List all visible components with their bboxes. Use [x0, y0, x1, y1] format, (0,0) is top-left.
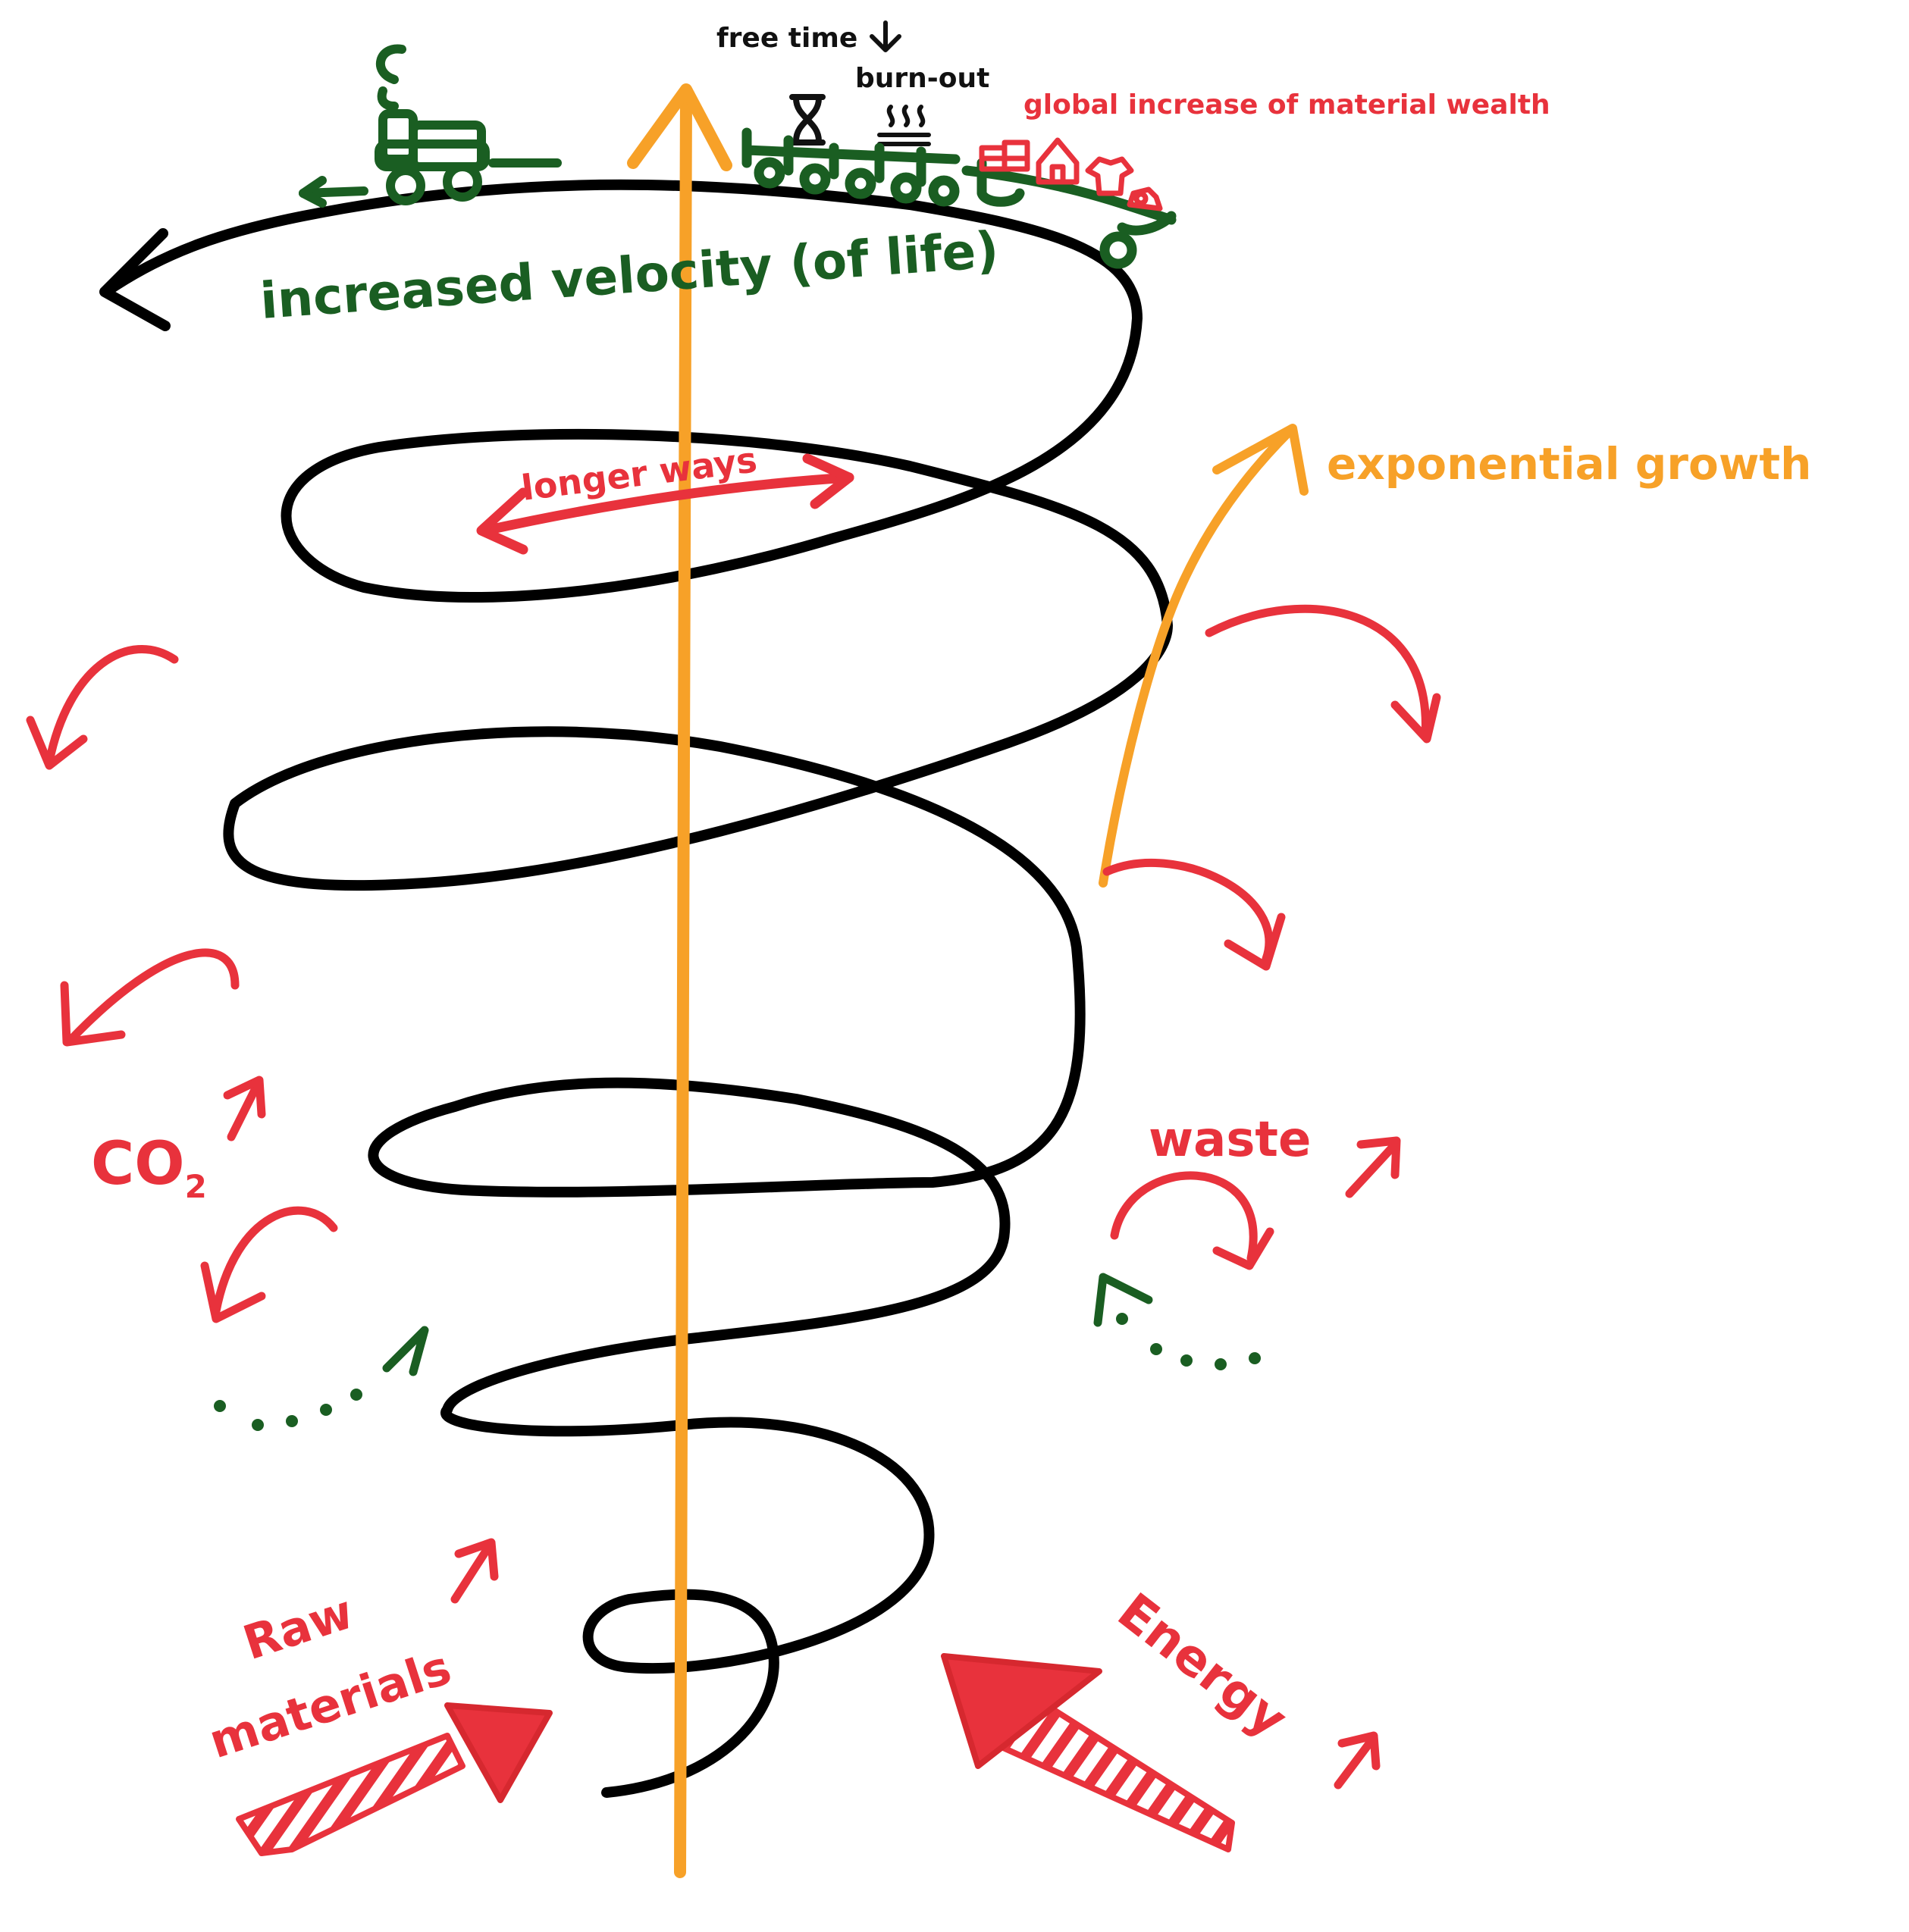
energy-input-arrow	[941, 1653, 1235, 1852]
emission-arrow-left-2	[60, 948, 240, 1047]
waste-curved-arrow	[1110, 1171, 1274, 1270]
free-time-label: free time	[716, 23, 857, 54]
shirt-icon	[1085, 156, 1134, 196]
car-icon	[1127, 186, 1163, 211]
co2-label: CO2	[91, 1130, 207, 1205]
exponential-growth-arrow	[1099, 427, 1293, 888]
emission-arrow-left-3	[200, 1206, 338, 1323]
recycling-arrow-right	[1093, 1273, 1261, 1370]
emission-arrow-left-1	[26, 645, 179, 770]
waste-label: waste	[1149, 1112, 1311, 1168]
global-wealth-label: global increase of material wealth	[1023, 89, 1550, 121]
emission-arrow-right-2	[1102, 858, 1286, 971]
growth-axis	[674, 85, 692, 1878]
energy-up-arrow	[1334, 1731, 1381, 1790]
steam-icon	[877, 105, 931, 146]
longer-ways-arrow	[480, 472, 854, 536]
down-arrow-icon	[870, 20, 901, 52]
hourglass-icon	[789, 94, 826, 146]
gift-icon	[979, 139, 1030, 172]
co2-label-subscript: 2	[185, 1168, 207, 1205]
growth-axis-arrow-head	[627, 83, 732, 171]
train-icon	[741, 127, 1177, 269]
velocity-label: increased velocity (of life)	[259, 221, 1001, 330]
raw-materials-label-line1: Raw	[237, 1583, 359, 1671]
raw-materials-up-arrow	[450, 1538, 499, 1604]
exponential-growth-label: exponential growth	[1327, 438, 1811, 490]
longer-ways-arrow-head-left	[476, 487, 528, 555]
co2-label-main: CO	[91, 1130, 185, 1198]
burn-out-label: burn-out	[855, 63, 989, 94]
spiral-line	[101, 179, 1173, 1798]
tractor-icon	[299, 44, 562, 208]
waste-up-arrow	[1345, 1136, 1401, 1198]
longer-ways-arrow-head-right	[802, 453, 854, 509]
co2-up-arrow	[223, 1076, 266, 1141]
energy-label: Energy	[1107, 1582, 1298, 1749]
emission-arrow-right-1	[1205, 604, 1441, 744]
recycling-arrow-left	[214, 1326, 429, 1431]
exponential-growth-arrow-head	[1212, 424, 1309, 496]
velocity-arrow-head	[99, 228, 171, 331]
raw-materials-input-arrow	[236, 1702, 553, 1856]
house-icon	[1036, 137, 1080, 185]
